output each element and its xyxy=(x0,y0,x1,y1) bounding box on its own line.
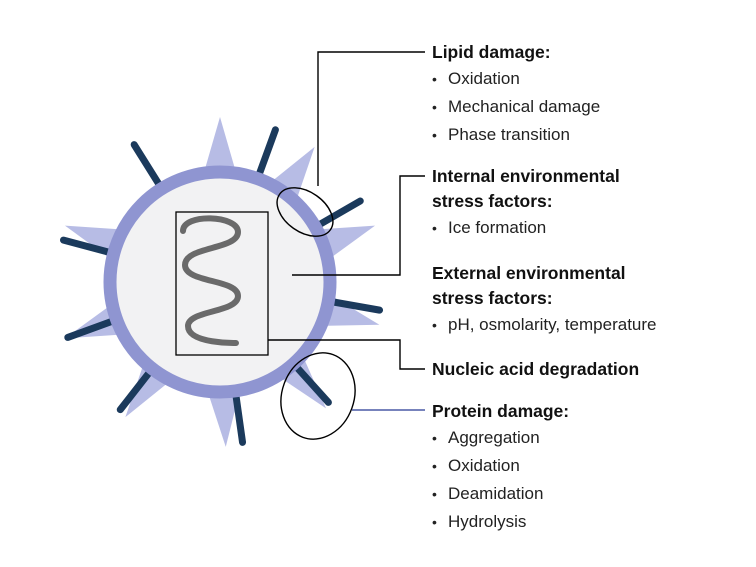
item-text: Oxidation xyxy=(448,456,520,475)
bullet: • xyxy=(432,127,437,143)
external-stress-heading: External environmental stress factors: xyxy=(432,263,626,308)
nucleic-acid-heading: Nucleic acid degradation xyxy=(432,359,640,379)
surface-protein xyxy=(288,358,332,406)
item-text: Deamidation xyxy=(448,484,544,503)
lipid-damage-heading: Lipid damage: xyxy=(432,42,551,62)
internal-stress-group: Internal environmental stress factors: •… xyxy=(432,164,672,242)
bullet: • xyxy=(432,71,437,87)
bullet: • xyxy=(432,514,437,530)
list-item: • pH, osmolarity, temperature xyxy=(432,311,672,339)
list-item: • Deamidation xyxy=(432,480,569,508)
internal-stress-list: • Ice formation xyxy=(432,214,672,242)
surface-protein xyxy=(231,385,247,446)
item-text: Aggregation xyxy=(448,428,540,447)
lipid-damage-group: Lipid damage: • Oxidation • Mechanical dam… xyxy=(432,40,600,149)
bullet: • xyxy=(432,220,437,236)
item-text: Ice formation xyxy=(448,218,547,237)
surface-protein xyxy=(64,315,123,341)
surface-protein xyxy=(310,197,364,232)
internal-leader-line xyxy=(292,175,425,276)
surface-protein xyxy=(322,297,384,314)
item-text: Oxidation xyxy=(448,69,520,88)
bullet: • xyxy=(432,99,437,115)
list-item: • Hydrolysis xyxy=(432,508,569,536)
list-item: • Phase transition xyxy=(432,121,600,149)
surface-protein xyxy=(60,236,120,258)
nucleic-leader-line xyxy=(268,339,425,370)
list-item: • Oxidation xyxy=(432,65,600,93)
bullet: • xyxy=(432,458,437,474)
nucleic-acid-group: Nucleic acid degradation xyxy=(432,357,639,382)
bullet: • xyxy=(432,430,437,446)
item-text: pH, osmolarity, temperature xyxy=(448,315,657,334)
lipid-leader-line xyxy=(317,51,425,186)
list-item: • Mechanical damage xyxy=(432,93,600,121)
genome-box xyxy=(175,211,269,356)
item-text: Phase transition xyxy=(448,125,570,144)
list-item: • Aggregation xyxy=(432,424,569,452)
surface-protein xyxy=(116,363,158,414)
membrane-spike xyxy=(205,384,242,447)
external-stress-group: External environmental stress factors: •… xyxy=(432,261,672,339)
internal-stress-heading: Internal environmental stress factors: xyxy=(432,166,620,211)
item-text: Hydrolysis xyxy=(448,512,527,531)
item-text: Mechanical damage xyxy=(448,97,601,116)
protein-damage-list: • Aggregation • Oxidation • Deamidation • Hy… xyxy=(432,424,569,536)
list-item: • Oxidation xyxy=(432,452,569,480)
protein-damage-heading: Protein damage: xyxy=(432,401,570,421)
lipid-damage-list: • Oxidation • Mechanical damage • Phase tra… xyxy=(432,65,600,149)
surface-protein xyxy=(253,126,279,185)
leader-lines xyxy=(268,51,425,440)
external-stress-list: • pH, osmolarity, temperature xyxy=(432,311,672,339)
protein-highlight-ellipse xyxy=(280,352,356,440)
lipid-highlight-ellipse xyxy=(276,187,334,237)
bullet: • xyxy=(432,486,437,502)
list-item: • Ice formation xyxy=(432,214,672,242)
nucleic-acid-coil xyxy=(180,215,242,347)
protein-damage-group: Protein damage: • Aggregation • Oxidation … xyxy=(432,399,569,536)
surface-proteins xyxy=(60,126,384,446)
surface-protein xyxy=(130,141,167,194)
membrane-spike xyxy=(202,117,238,179)
bullet: • xyxy=(432,317,437,333)
